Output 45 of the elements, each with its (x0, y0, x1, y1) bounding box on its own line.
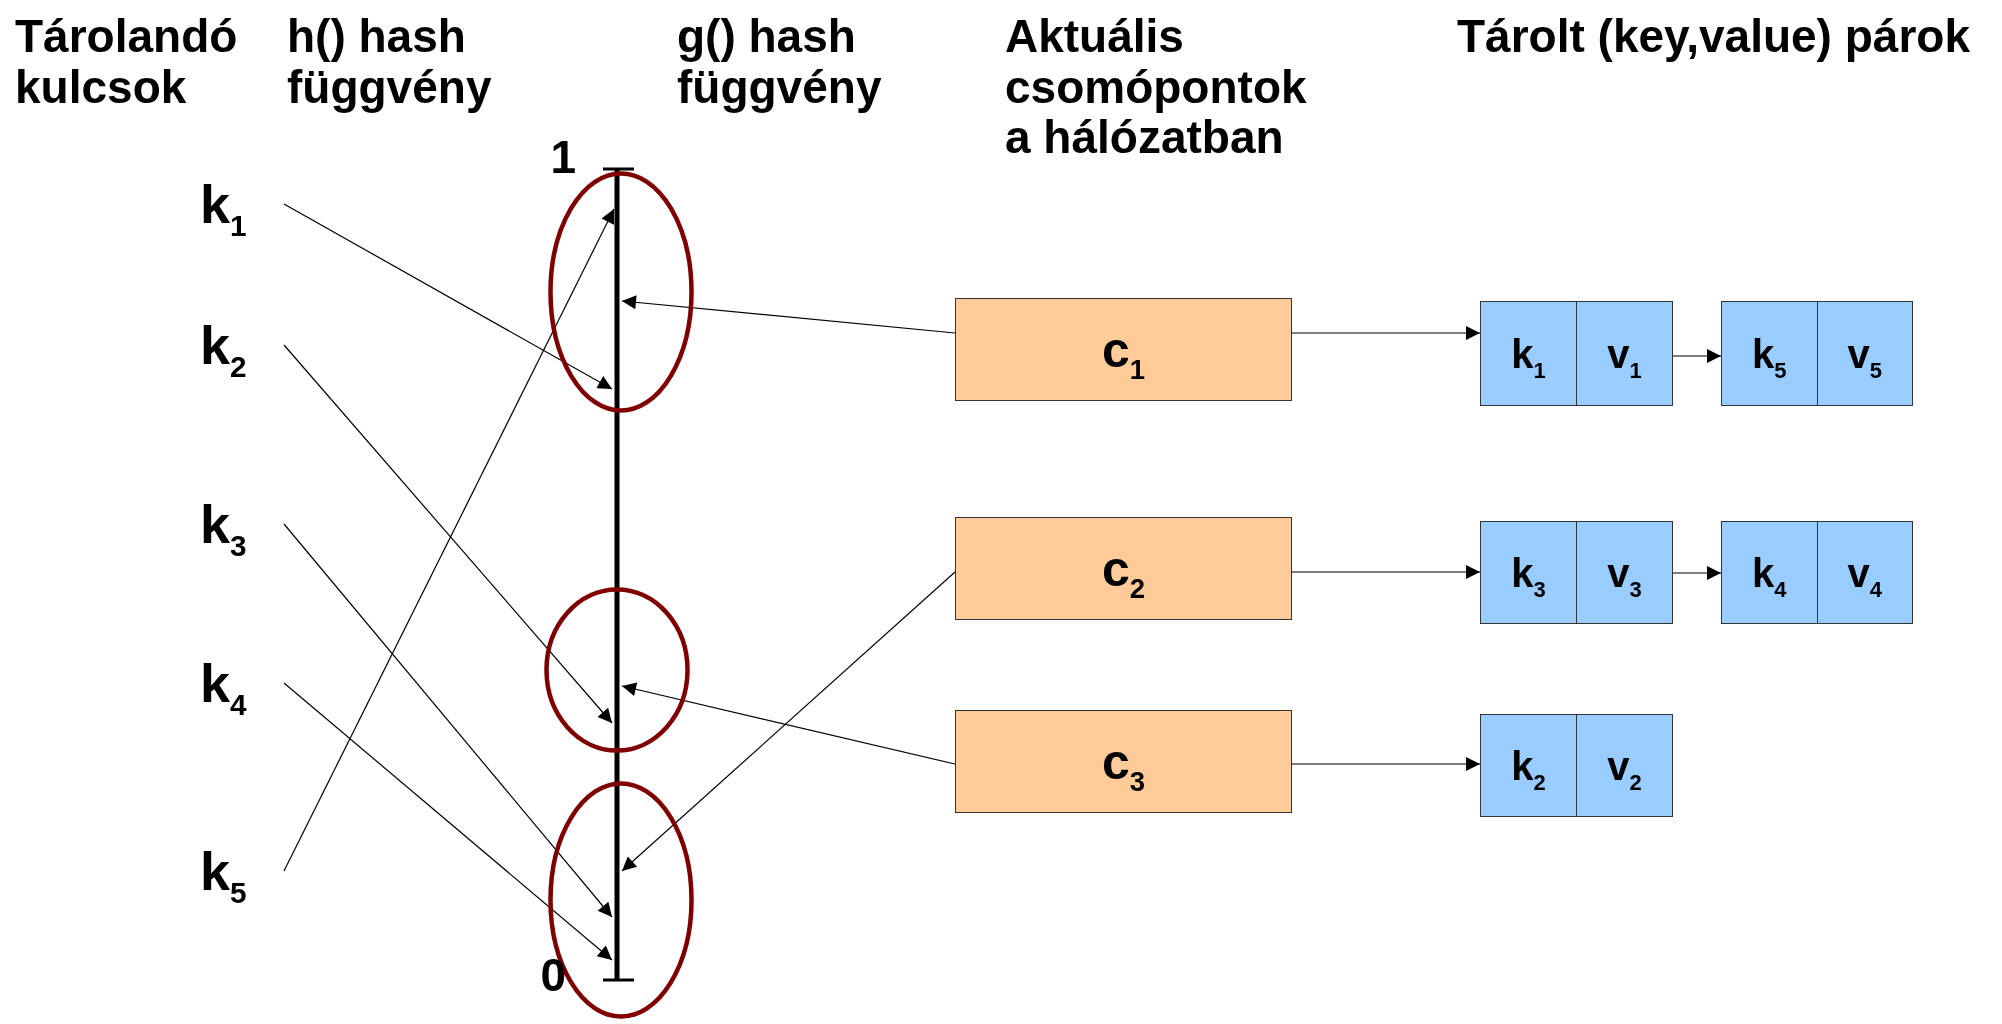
value-text: v$_{5}$ (1816, 302, 1912, 405)
value-text: v$_{3}$ (1576, 522, 1672, 623)
key-label: k$_{2}$ (200, 313, 284, 377)
key-value-box (1480, 521, 1673, 624)
arrow (1291, 757, 1481, 771)
key-text: k$_{3}$ (1510, 549, 1547, 604)
arrow (283, 682, 613, 961)
arrow (621, 295, 956, 334)
arrow (621, 571, 956, 872)
key-label: k$_{3}$ (200, 492, 284, 556)
arrow (1672, 566, 1722, 580)
node-box (955, 517, 1292, 620)
axis-label: 1 (549, 132, 576, 183)
value-text: v$_{1}$ (1576, 302, 1672, 405)
column-heading: Aktuális csomópontok a hálózatban (1005, 11, 1308, 163)
value-text: v$_{4}$ (1816, 522, 1912, 623)
arrow (1672, 349, 1722, 363)
key-value-box (1480, 714, 1673, 817)
ellipse-outline (544, 587, 690, 753)
key-text: k$_{5}$ (1751, 330, 1788, 385)
arrow (1291, 326, 1481, 340)
key-label: k$_{1}$ (200, 172, 284, 236)
column-heading: Tárolandó kulcsok (15, 11, 239, 113)
node-box (955, 710, 1292, 813)
column-heading: Tárolt (key,value) párok (1457, 11, 1971, 62)
key-label: k$_{5}$ (200, 839, 284, 903)
node-box (955, 298, 1292, 401)
arrow (283, 203, 613, 390)
key-value-box (1721, 521, 1913, 624)
key-text: k$_{2}$ (1510, 742, 1547, 797)
axis-label: 0 (539, 950, 566, 1001)
arrow (283, 523, 613, 918)
key-text: k$_{4}$ (1751, 549, 1788, 604)
arrow (283, 344, 613, 724)
value-text: v$_{2}$ (1576, 715, 1672, 816)
column-heading: h() hash függvény (287, 11, 493, 113)
key-label: k$_{4}$ (200, 651, 284, 715)
arrow (621, 682, 956, 765)
column-heading: g() hash függvény (677, 11, 883, 113)
key-text: k$_{1}$ (1510, 330, 1547, 385)
arrow (283, 208, 615, 872)
key-value-box (1721, 301, 1913, 406)
ellipse-outline (548, 171, 694, 413)
key-value-box (1480, 301, 1673, 406)
arrow (1291, 565, 1481, 579)
